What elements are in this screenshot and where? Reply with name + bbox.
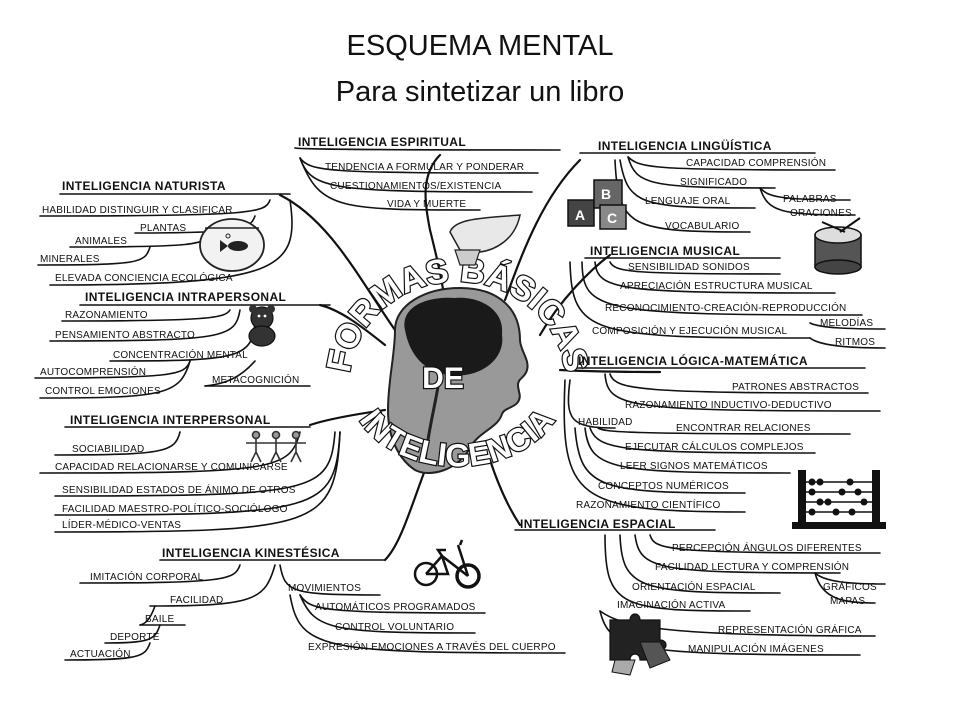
svg-text:C: C (607, 210, 617, 226)
branch-title: INTELIGENCIA KINESTÉSICA (162, 545, 340, 560)
branch-interpersonal: INTELIGENCIA INTERPERSONAL SOCIABILIDAD … (55, 413, 306, 531)
branch-item: SENSIBILIDAD ESTADOS DE ÁNIMO DE OTROS (62, 483, 296, 496)
branch-item: HABILIDAD (578, 417, 633, 428)
branch-title: INTELIGENCIA ESPIRITUAL (298, 135, 466, 149)
people-group-icon (246, 430, 306, 463)
slide-subtitle: Para sintetizar un libro (335, 76, 625, 108)
branch-item: METACOGNICIÓN (212, 373, 299, 386)
branch-item: VOCABULARIO (665, 221, 739, 232)
branch-sub-item: PALABRAS (783, 194, 837, 205)
branch-item: ELEVADA CONCIENCIA ECOLÓGICA (55, 271, 233, 284)
mind-map-lines (34, 147, 886, 661)
branch-item: FACILIDAD LECTURA Y COMPRENSIÓN (655, 560, 849, 573)
branch-item: PLANTAS (140, 223, 186, 234)
branch-item: CONTROL EMOCIONES (45, 386, 161, 397)
branch-item: RAZONAMIENTO CIENTÍFICO (576, 498, 720, 511)
branch-item: HABILIDAD DISTINGUIR Y CLASIFICAR (42, 205, 233, 216)
drum-icon (814, 217, 862, 275)
branch-item: VIDA Y MUERTE (387, 199, 466, 210)
puzzle-pieces-icon (609, 613, 671, 676)
branch-item: AUTOMÁTICOS PROGRAMADOS (315, 600, 476, 613)
branch-sub-item: MAPAS (830, 596, 865, 607)
branch-sub-item: RITMOS (835, 337, 875, 348)
branch-sub-item: ORACIONES (790, 208, 852, 219)
branch-title: INTELIGENCIA MUSICAL (590, 244, 740, 258)
branch-item: TENDENCIA A FORMULAR Y PONDERAR (325, 162, 524, 173)
branch-title: INTELIGENCIA INTRAPERSONAL (85, 290, 286, 304)
branch-item: CONCENTRACIÓN MENTAL (113, 348, 248, 361)
center-title-line2: DE (422, 362, 464, 395)
branch-item: LENGUAJE ORAL (645, 196, 731, 207)
branch-item: CAPACIDAD COMPRENSIÓN (686, 156, 826, 169)
branch-item: EXPRESIÓN EMOCIONES A TRAVÉS DEL CUERPO (308, 640, 556, 653)
branch-sub-item: GRÁFICOS (823, 580, 877, 593)
branch-item: FACILIDAD MAESTRO-POLÍTICO-SOCIÓLOGO (62, 502, 288, 515)
branch-musical: INTELIGENCIA MUSICAL SENSIBILIDAD SONIDO… (590, 217, 875, 348)
branch-kinestesica: INTELIGENCIA KINESTÉSICA IMITACIÓN CORPO… (70, 539, 556, 660)
branch-item: IMITACIÓN CORPORAL (90, 570, 204, 583)
angel-icon (449, 214, 521, 266)
branch-item: FACILIDAD (170, 595, 223, 606)
branch-item: EJECUTAR CÁLCULOS COMPLEJOS (625, 440, 804, 453)
branch-title: INTELIGENCIA LINGÜÍSTICA (598, 138, 772, 153)
slide-title: ESQUEMA MENTAL (346, 30, 614, 62)
svg-text:A: A (575, 207, 585, 223)
branch-item: SIGNIFICADO (680, 177, 747, 188)
branch-item: LÍDER-MÉDICO-VENTAS (62, 518, 181, 531)
center-head-illustration (386, 286, 529, 474)
branch-title: INTELIGENCIA ESPACIAL (520, 517, 676, 531)
svg-text:B: B (601, 186, 611, 202)
branch-item: MINERALES (40, 254, 100, 265)
letter-blocks-icon: A B C (567, 179, 627, 230)
branch-item: PERCEPCIÓN ÁNGULOS DIFERENTES (672, 541, 862, 554)
branch-sub-item: MELODÍAS (820, 316, 873, 329)
slide-header: ESQUEMA MENTAL Para sintetizar un libro (0, 0, 960, 120)
branch-item: CONTROL VOLUNTARIO (335, 622, 454, 633)
branch-item: ORIENTACIÓN ESPACIAL (632, 580, 756, 593)
branch-naturista: INTELIGENCIA NATURISTA HABILIDAD DISTING… (40, 179, 265, 284)
branch-item: BAILE (145, 614, 174, 625)
branch-intrapersonal: INTELIGENCIA INTRAPERSONAL RAZONAMIENTO … (40, 290, 299, 397)
branch-logica: INTELIGENCIA LÓGICA-MATEMÁTICA PATRONES … (576, 353, 886, 529)
branch-item: COMPOSICIÓN Y EJECUCIÓN MUSICAL (592, 324, 788, 337)
branch-title: INTELIGENCIA NATURISTA (62, 179, 226, 193)
branch-item: RAZONAMIENTO INDUCTIVO-DEDUCTIVO (625, 400, 832, 411)
branch-item: AUTOCOMPRENSIÓN (40, 365, 146, 378)
branch-item: ANIMALES (75, 236, 127, 247)
branch-linguistica: INTELIGENCIA LINGÜÍSTICA CAPACIDAD COMPR… (567, 138, 852, 232)
abacus-icon (792, 470, 886, 529)
center-title-line3: INTELIGENCIA (353, 401, 561, 473)
branch-item: SENSIBILIDAD SONIDOS (628, 262, 750, 273)
branch-item: ENCONTRAR RELACIONES (676, 423, 811, 434)
branch-title: INTELIGENCIA LÓGICA-MATEMÁTICA (578, 353, 808, 368)
branch-item: MOVIMIENTOS (288, 583, 361, 594)
branch-item: RECONOCIMIENTO-CREACIÓN-REPRODUCCIÓN (605, 301, 846, 314)
branch-espiritual: INTELIGENCIA ESPIRITUAL TENDENCIA A FORM… (298, 135, 524, 266)
teddy-bear-icon (248, 305, 276, 347)
bicycle-icon (413, 539, 481, 589)
branch-item: IMAGINACIÓN ACTIVA (617, 598, 726, 611)
branch-item: MANIPULACIÓN IMÁGENES (688, 642, 824, 655)
fishbowl-icon (199, 218, 265, 272)
branch-item: DEPORTE (110, 632, 160, 643)
branch-item: PATRONES ABSTRACTOS (732, 382, 859, 393)
branch-item: LEER SIGNOS MATEMÁTICOS (620, 459, 768, 472)
branch-espacial: INTELIGENCIA ESPACIAL PERCEPCIÓN ÁNGULOS… (520, 517, 877, 676)
branch-item: ACTUACIÓN (70, 647, 131, 660)
branch-item: SOCIABILIDAD (72, 444, 144, 455)
branch-item: CAPACIDAD RELACIONARSE Y COMUNICARSE (55, 462, 288, 473)
branch-item: PENSAMIENTO ABSTRACTO (55, 330, 195, 341)
branch-item: CUESTIONAMIENTOS/EXISTENCIA (330, 181, 501, 192)
branch-item: CONCEPTOS NUMÉRICOS (598, 479, 729, 492)
branch-title: INTELIGENCIA INTERPERSONAL (70, 413, 271, 427)
branch-item: APRECIACIÓN ESTRUCTURA MUSICAL (620, 279, 813, 292)
branch-item: REPRESENTACIÓN GRÁFICA (718, 623, 862, 636)
branch-item: RAZONAMIENTO (65, 310, 148, 321)
